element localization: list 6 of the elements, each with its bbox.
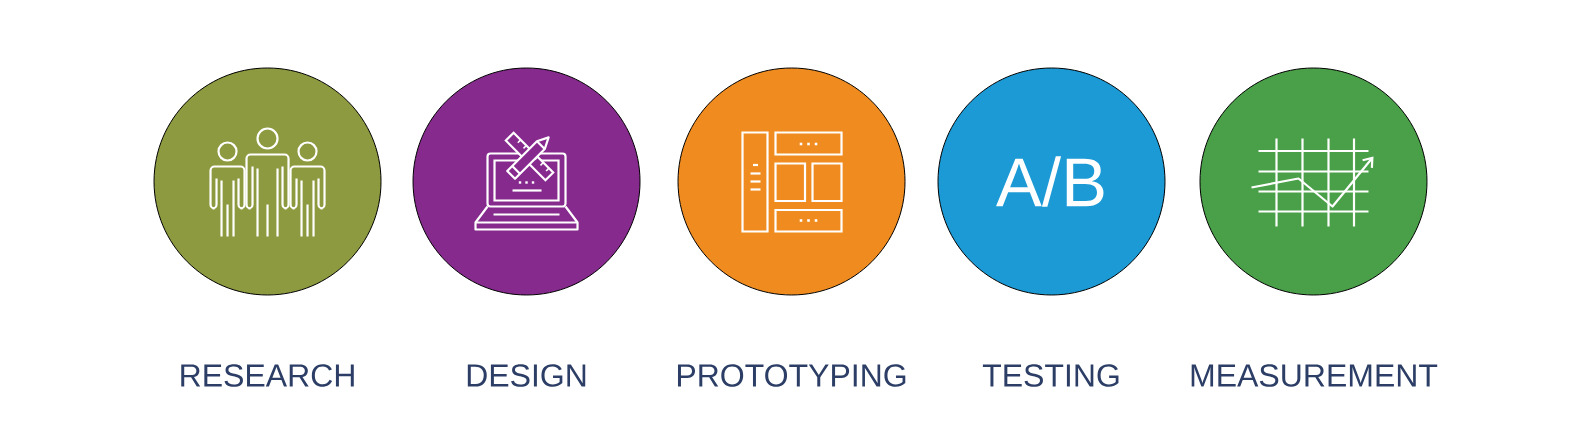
step-label: RESEARCH <box>181 364 354 387</box>
circle-text: A/B <box>996 156 1104 207</box>
step-label: MEASUREMENT <box>1191 364 1438 387</box>
step-label: TESTING <box>982 364 1119 387</box>
step-label: DESIGN <box>467 364 586 387</box>
step-label: PROTOTYPING <box>678 364 906 387</box>
